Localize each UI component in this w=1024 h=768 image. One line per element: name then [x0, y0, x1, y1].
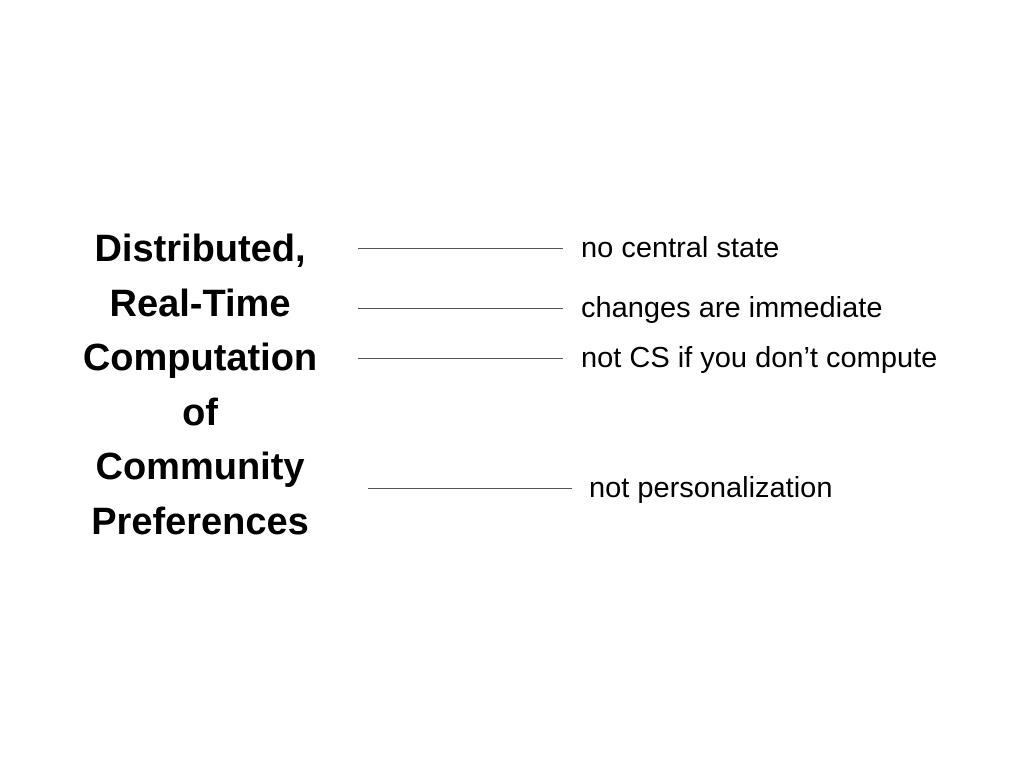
connector-line-4: [368, 488, 572, 489]
title-line-2: Real-Time: [109, 282, 291, 325]
title-line-3: Computation: [82, 337, 318, 379]
annotation-not-personalization: not personalization: [589, 472, 833, 504]
annotation-changes-immediate: changes are immediate: [581, 292, 883, 324]
connector-line-3: [358, 358, 563, 359]
title-line-1: Distributed,: [94, 228, 306, 270]
slide-title: Distributed, Real-Time Computation of Co…: [50, 222, 350, 549]
title-line-6: Preferences: [91, 500, 309, 543]
title-line-4: of: [182, 391, 218, 434]
title-line-5: Community: [95, 446, 305, 488]
annotation-not-cs: not CS if you don’t compute: [581, 342, 938, 374]
connector-line-1: [358, 248, 563, 249]
annotation-no-central-state: no central state: [581, 232, 780, 264]
connector-line-2: [358, 308, 563, 309]
